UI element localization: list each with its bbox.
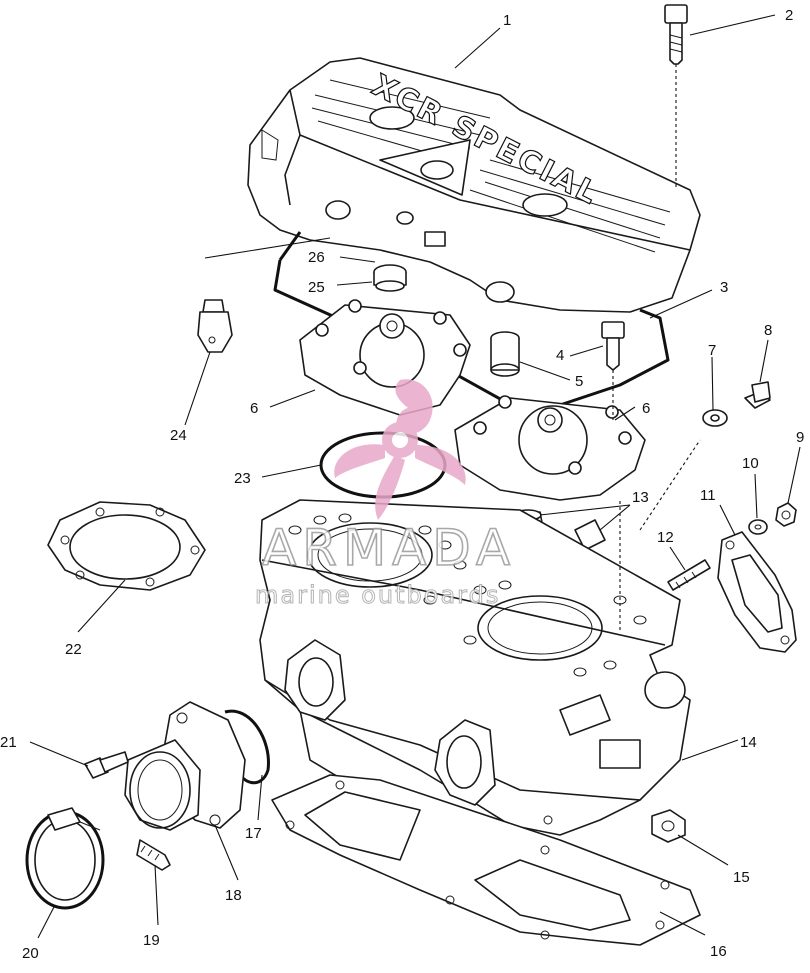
exhaust-stud	[667, 559, 711, 591]
callout-15: 15	[733, 869, 750, 886]
callout-2: 2	[785, 7, 793, 24]
head-bolt	[601, 321, 625, 420]
callout-22: 22	[65, 641, 82, 658]
callout-25: 25	[308, 279, 325, 296]
hose-clamp	[25, 807, 105, 910]
temp-sensor	[744, 381, 771, 409]
callout-8: 8	[764, 322, 772, 339]
cylinder-head-left	[299, 299, 471, 416]
base-gasket	[271, 774, 701, 946]
head-gasket	[47, 501, 206, 591]
callout-24: 24	[170, 427, 187, 444]
lock-washer	[748, 519, 768, 535]
watermark: ARMADA marine outboards	[255, 379, 516, 610]
callout-26: 26	[308, 249, 325, 266]
cylinder-head-cover: XCR SPECIAL	[247, 57, 701, 313]
callout-14: 14	[740, 734, 757, 751]
watermark-tagline: marine outboards	[255, 581, 500, 609]
exhaust-gasket	[717, 531, 797, 653]
cover-bolt	[664, 4, 688, 190]
callout-labels: 1 2 3 4 5 6 6 7 8 9 10 11 12 13 14 15 16…	[0, 7, 804, 962]
callout-10: 10	[742, 455, 759, 472]
callout-6b: 6	[642, 400, 650, 417]
callout-3: 3	[720, 279, 728, 296]
intake-flange	[124, 701, 246, 831]
callout-18: 18	[225, 887, 242, 904]
callout-19: 19	[143, 932, 160, 949]
callout-9: 9	[796, 429, 804, 446]
intake-o-ring	[224, 709, 270, 784]
clamp-bolt	[84, 751, 129, 779]
callout-1: 1	[503, 12, 511, 29]
callout-12: 12	[657, 529, 674, 546]
leader-lines	[29, 14, 801, 939]
callout-23: 23	[234, 470, 251, 487]
watermark-brand: ARMADA	[262, 519, 516, 577]
callout-7: 7	[708, 342, 716, 359]
callout-11: 11	[700, 487, 716, 504]
temp-switch	[197, 299, 233, 353]
dowel-sleeve	[490, 331, 520, 377]
sealing-washer	[702, 409, 728, 427]
callout-13: 13	[632, 489, 649, 506]
base-nut	[651, 809, 686, 843]
exhaust-nut	[775, 502, 797, 527]
callout-16: 16	[710, 943, 727, 960]
callout-6a: 6	[250, 400, 258, 417]
callout-20: 20	[22, 945, 39, 962]
armada-logo-icon	[334, 379, 466, 520]
cylinder-head-right	[454, 395, 646, 501]
callout-17: 17	[245, 825, 262, 842]
callout-5: 5	[575, 373, 583, 390]
spark-plug-plug	[373, 264, 407, 292]
flange-screw	[136, 839, 171, 871]
cylinder-block	[259, 499, 691, 836]
callout-21: 21	[0, 734, 17, 751]
callout-4: 4	[556, 347, 564, 364]
